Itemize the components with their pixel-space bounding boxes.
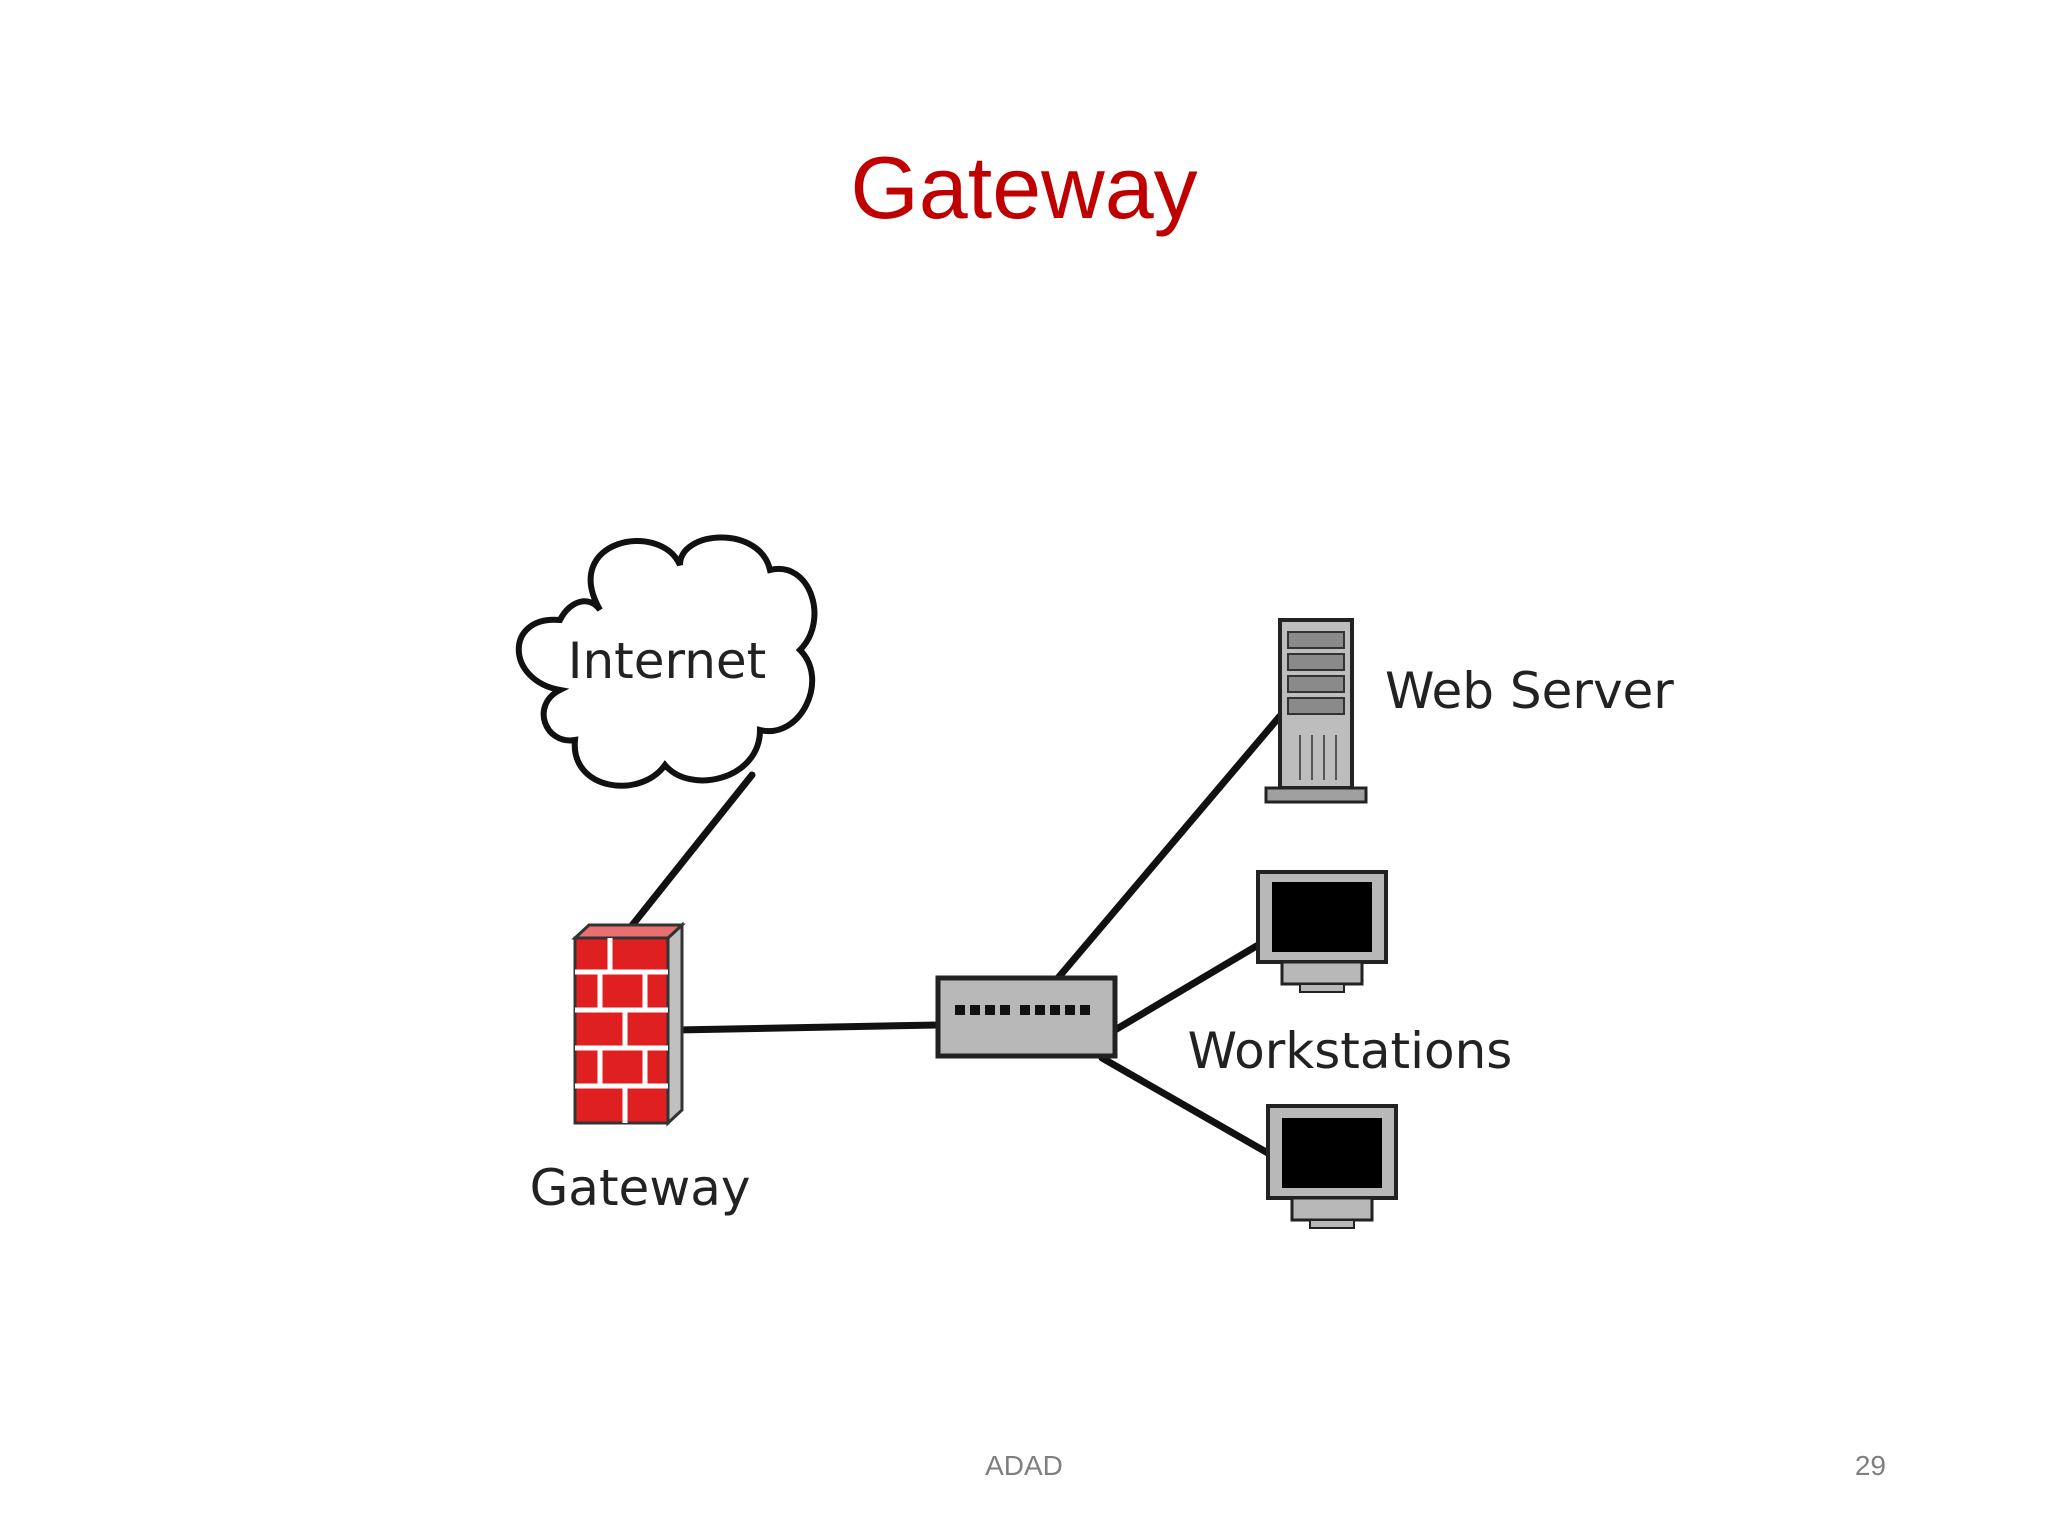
internet-label: Internet — [568, 632, 767, 690]
monitor-icon — [1266, 1104, 1398, 1229]
switch-icon — [935, 975, 1118, 1059]
slide-number: 29 — [1854, 1450, 1886, 1481]
link-internet-gateway — [618, 771, 756, 942]
workstations-label: Workstations — [1188, 1022, 1513, 1080]
link-switch-workstation-1 — [1111, 934, 1274, 1034]
link-switch-workstation-2 — [1098, 1054, 1284, 1164]
web-server-label: Web Server — [1385, 662, 1674, 720]
slide-footer: ADAD — [985, 1450, 1063, 1481]
link-gateway-switch — [672, 1021, 942, 1034]
cloud-icon: Internet — [515, 534, 818, 789]
connection-lines — [618, 712, 1284, 1164]
monitor-icon — [1256, 870, 1388, 993]
gateway-label: Gateway — [530, 1159, 751, 1217]
server-icon — [1264, 618, 1368, 804]
link-switch-webserver — [1054, 712, 1284, 982]
firewall-icon — [571, 921, 686, 1127]
slide-title: Gateway — [850, 138, 1198, 237]
